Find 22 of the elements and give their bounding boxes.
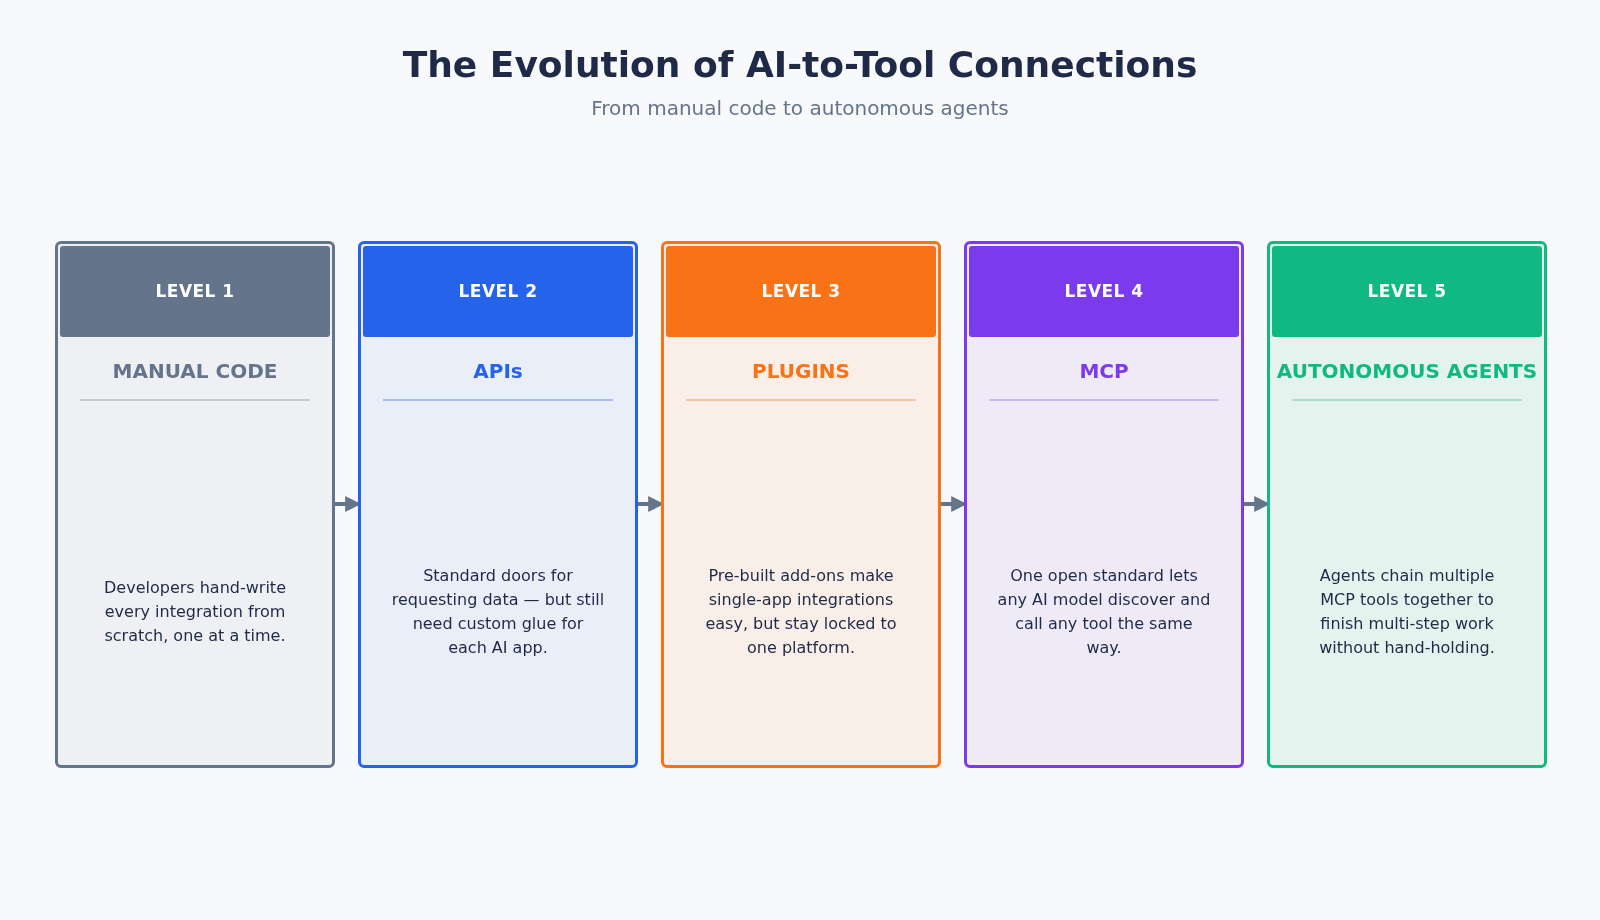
level-header: LEVEL 5 [1272,246,1542,337]
description: Agents chain multiple MCP tools together to finish multi-step work without hand-holding. [1318,565,1496,659]
level-card [358,241,638,768]
level-name: AUTONOMOUS AGENTS [1275,358,1539,385]
description: Pre-built add-ons make single-app integrations easy, but stay locked to one platform. [704,565,898,659]
level-card [964,241,1244,768]
level-header: LEVEL 4 [969,246,1239,337]
level-header: LEVEL 3 [666,246,936,337]
description: Developers hand-write every integration from scratch, one at a time. [103,577,287,647]
level-name: PLUGINS [751,358,851,385]
level-header: LEVEL 2 [363,246,633,337]
level-name: MANUAL CODE [111,358,279,385]
subtitle: From manual code to autonomous agents [590,95,1010,122]
level-card [661,241,941,768]
description: Standard doors for requesting data — but still need custom glue for each AI app. [390,565,606,659]
level-name: APIs [472,358,524,385]
description: One open standard lets any AI model discover and call any tool the same way. [996,565,1212,659]
level-header: LEVEL 1 [60,246,330,337]
level-card [1267,241,1547,768]
title: The Evolution of AI-to-Tool Connections [401,43,1199,87]
level-card [55,241,335,768]
level-name: MCP [1078,358,1130,385]
